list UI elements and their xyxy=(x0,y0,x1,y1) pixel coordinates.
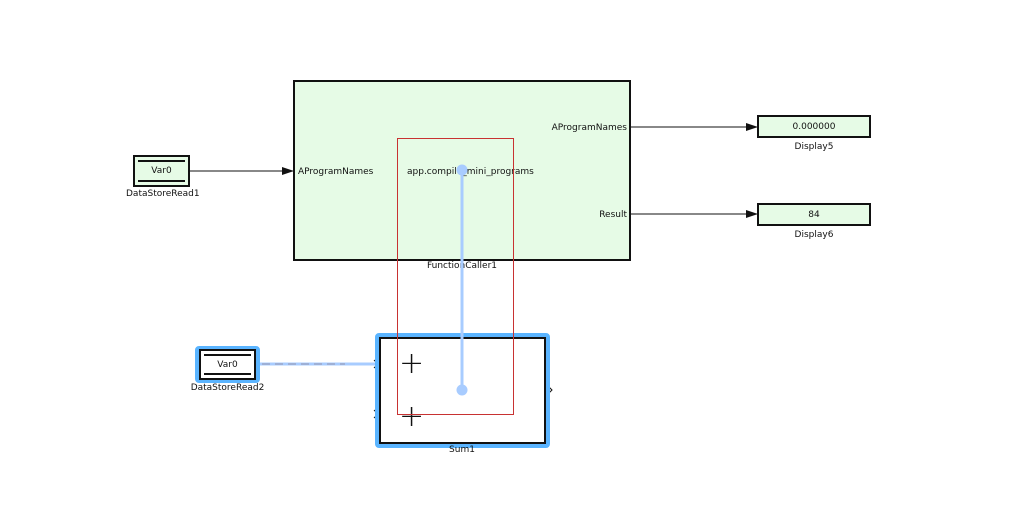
datastoreread2-name: DataStoreRead2 xyxy=(190,383,265,393)
display6-name: Display6 xyxy=(794,230,834,240)
datastoreread1-name: DataStoreRead1 xyxy=(126,189,200,199)
display6-block[interactable]: 84 xyxy=(757,203,871,226)
functioncaller1-function-name: app.compile_mini_programs xyxy=(407,167,534,177)
connector-handle-top[interactable] xyxy=(456,164,468,176)
datastoreread2-block[interactable]: Var0 xyxy=(199,349,256,380)
display5-name: Display5 xyxy=(794,142,834,152)
sum1-sign-2: + xyxy=(399,399,425,434)
display6-value: 84 xyxy=(808,209,820,220)
sum1-name: Sum1 xyxy=(449,445,475,455)
datastoreread1-value: Var0 xyxy=(138,160,185,182)
sum1-sign-1: + xyxy=(399,346,425,381)
connector-handle-bottom[interactable] xyxy=(456,384,468,396)
functioncaller1-output-port-1-label: AProgramNames xyxy=(551,123,627,133)
datastoreread2-selection xyxy=(195,346,260,383)
functioncaller1-input-port-label: AProgramNames xyxy=(298,167,374,177)
functioncaller1-output-port-2-label: Result xyxy=(599,210,627,220)
datastoreread2-value: Var0 xyxy=(204,354,251,375)
sum1-output-port[interactable] xyxy=(548,386,553,394)
display5-value: 0.000000 xyxy=(792,121,836,132)
display5-block[interactable]: 0.000000 xyxy=(757,115,871,138)
datastoreread1-block[interactable]: Var0 xyxy=(133,155,190,187)
drag-outline xyxy=(397,138,514,415)
